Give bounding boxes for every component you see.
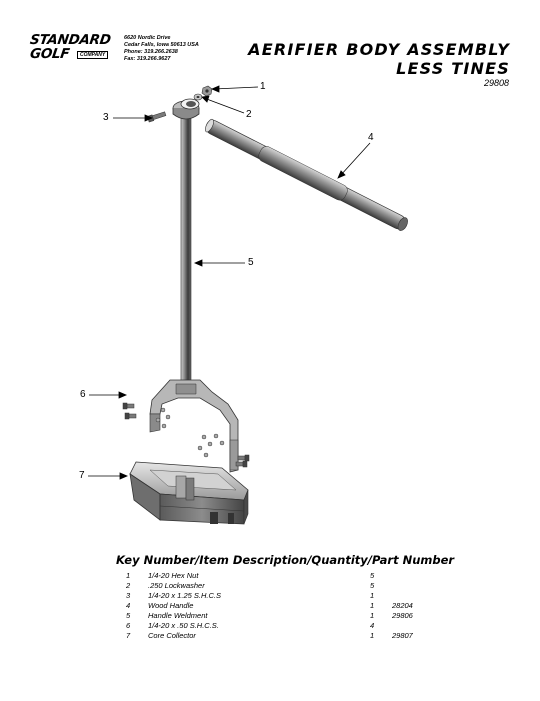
part-number: 29807 <box>392 631 413 640</box>
item-description: Wood Handle <box>148 601 194 610</box>
title-line-2: LESS TINES <box>396 59 510 78</box>
title-line-1: AERIFIER BODY ASSEMBLY <box>248 40 510 59</box>
callout-2: 2 <box>246 109 252 120</box>
lockwasher <box>193 93 203 101</box>
key-number: 5 <box>126 611 131 620</box>
shcs-screw-long <box>146 111 167 123</box>
key-number: 7 <box>126 631 131 640</box>
quantity: 1 <box>370 631 375 640</box>
callout-7: 7 <box>79 470 85 481</box>
part-number: 29806 <box>392 611 413 620</box>
company-logo: STANDARD GOLF COMPANY <box>29 32 122 67</box>
item-description: 1/4-20 Hex Nut <box>148 571 199 580</box>
callout-5: 5 <box>248 257 254 268</box>
logo-text-company: COMPANY <box>77 51 109 59</box>
key-number: 1 <box>126 571 131 580</box>
hex-nut <box>201 85 213 97</box>
callout-4: 4 <box>368 132 374 143</box>
callout-6: 6 <box>80 389 86 400</box>
handle-weldment <box>149 98 239 473</box>
callout-1: 1 <box>260 81 266 92</box>
part-number: 28204 <box>392 601 413 610</box>
address-city: Cedar Falls, Iowa 50613 USA <box>124 42 199 48</box>
parts-table-title: Key Number/Item Description/Quantity/Par… <box>116 553 455 567</box>
quantity: 5 <box>370 571 375 580</box>
quantity: 4 <box>370 621 375 630</box>
company-address: 6620 Nordic Drive Cedar Falls, Iowa 5061… <box>124 35 199 63</box>
callout-leaders <box>88 85 371 480</box>
quantity: 5 <box>370 581 375 590</box>
item-description: .250 Lockwasher <box>148 581 205 590</box>
key-number: 3 <box>126 591 131 600</box>
address-fax: Fax: 319.266.9627 <box>124 56 171 62</box>
key-number: 6 <box>126 621 131 630</box>
item-description: 1/4-20 x .50 S.H.C.S. <box>148 621 219 630</box>
item-description: 1/4-20 x 1.25 S.H.C.S <box>148 591 221 600</box>
address-street: 6620 Nordic Drive <box>124 35 171 41</box>
bracket-hardware <box>155 407 225 458</box>
key-number: 2 <box>126 581 131 590</box>
core-collector <box>129 461 249 525</box>
address-phone: Phone: 319.266.2638 <box>124 49 178 55</box>
quantity: 1 <box>370 611 375 620</box>
item-description: Handle Weldment <box>148 611 208 620</box>
assembly-part-number: 29808 <box>483 78 509 88</box>
callout-3: 3 <box>103 112 109 123</box>
page-title: AERIFIER BODY ASSEMBLY LESS TINES <box>248 40 510 78</box>
quantity: 1 <box>370 601 375 610</box>
wood-handle <box>205 118 408 231</box>
quantity: 1 <box>370 591 375 600</box>
shcs-screws-short <box>122 402 250 468</box>
key-number: 4 <box>126 601 131 610</box>
item-description: Core Collector <box>148 631 196 640</box>
